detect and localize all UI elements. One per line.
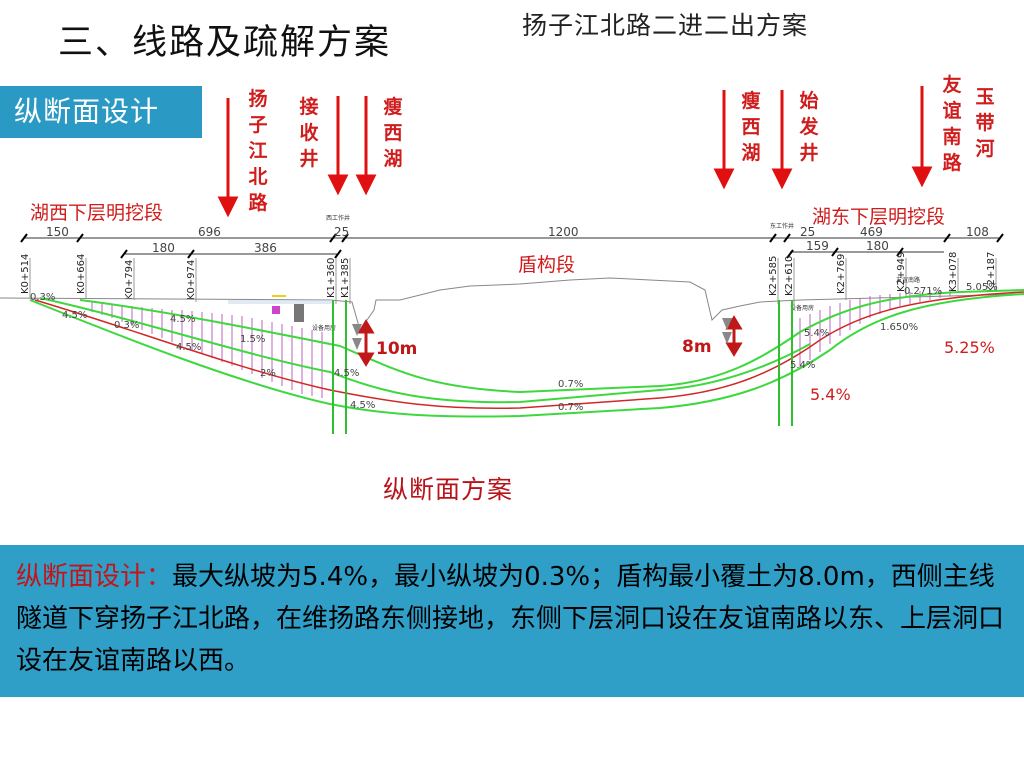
grade-right-lower: 5.4% xyxy=(810,385,851,404)
description-lead: 纵断面设计： xyxy=(16,562,173,592)
grade-label: 0.7% xyxy=(558,379,583,390)
page-title: 三、线路及疏解方案 xyxy=(58,23,392,63)
grade-label: 4.5% xyxy=(170,314,195,325)
dim-label: 180 xyxy=(866,239,889,253)
dim-label: 25 xyxy=(334,225,349,239)
station-label: K3+078 xyxy=(948,252,959,292)
legend-swatch-grey xyxy=(294,304,304,322)
dim-label: 469 xyxy=(860,225,883,239)
dim-label: 159 xyxy=(806,239,829,253)
east-well-label: 东工作井 xyxy=(770,222,794,230)
grade-label: 0.271% xyxy=(904,286,942,297)
arrow-down-icon xyxy=(217,86,933,218)
station-label: K0+974 xyxy=(186,260,197,300)
grade-label: 5.4% xyxy=(804,328,829,339)
equip-room-east: 设备用房 xyxy=(790,304,814,312)
station-label: K2+610 xyxy=(784,256,795,296)
page-subtitle: 扬子江北路二进二出方案 xyxy=(522,11,809,40)
dim-label: 1200 xyxy=(548,225,579,239)
station-label: K1+385 xyxy=(340,258,351,298)
label-receiving-shaft: 接 收 井 xyxy=(299,96,319,170)
label-yudai-river: 玉 带 河 xyxy=(975,86,995,160)
cover-east-label: 8m xyxy=(682,337,712,357)
shield-marker-icon xyxy=(352,318,732,350)
segment-east: 湖东下层明挖段 xyxy=(812,206,946,228)
dim-label: 386 xyxy=(254,241,277,255)
label-shouxihu-west: 瘦 西 湖 xyxy=(383,96,403,170)
dim-label: 150 xyxy=(46,225,69,239)
legend-swatch-purple xyxy=(272,306,280,314)
description-body: 最大纵坡为5.4%，最小纵坡为0.3%；盾构最小覆土为8.0m，西侧主线隧道下穿… xyxy=(16,562,1005,676)
west-well-label: 西工作井 xyxy=(326,214,350,222)
label-youyi-south-road: 友 谊 南 路 xyxy=(942,74,962,174)
grade-label: 1.650% xyxy=(880,322,918,333)
grade-label: 5.4% xyxy=(790,360,815,371)
grade-right-upper: 5.25% xyxy=(944,338,995,357)
grade-label: 5.05% xyxy=(966,282,998,293)
station-label: K0+794 xyxy=(124,260,135,300)
drawing-caption: 纵断面方案 xyxy=(383,475,514,504)
grade-label: 2% xyxy=(260,368,276,379)
grade-label: 4.5% xyxy=(62,310,87,321)
description-panel: 纵断面设计：最大纵坡为5.4%，最小纵坡为0.3%；盾构最小覆土为8.0m，西侧… xyxy=(0,545,1024,697)
cover-west-label: 10m xyxy=(376,339,417,359)
grade-label: 4.5% xyxy=(334,368,359,379)
equip-room-west: 设备用房 xyxy=(312,324,336,332)
hatch-east xyxy=(799,289,951,368)
station-label: K2+949 xyxy=(896,252,907,292)
grade-label: 0.7% xyxy=(558,402,583,413)
label-launch-shaft: 始 发 井 xyxy=(799,90,819,164)
label-yangzijiang-north-road: 扬 子 江 北 路 xyxy=(248,88,268,214)
dim-label: 108 xyxy=(966,225,989,239)
dim-label: 696 xyxy=(198,225,221,239)
grade-label: 0.3% xyxy=(114,320,139,331)
station-label: K2+187 xyxy=(986,252,997,292)
grade-label: 0.3% xyxy=(30,292,55,303)
shaft-walls xyxy=(332,300,793,434)
segment-middle: 盾构段 xyxy=(518,254,576,276)
grade-label: 4.5% xyxy=(350,400,375,411)
hatch-west xyxy=(91,302,323,398)
section-label: 纵断面设计 xyxy=(0,86,202,138)
segment-west: 湖西下层明挖段 xyxy=(30,202,164,224)
profile-drawing: 150 696 25 1200 25 469 108 180 386 159 1… xyxy=(0,86,1024,434)
cover-arrow-west xyxy=(357,319,375,367)
label-shouxihu-east: 瘦 西 湖 xyxy=(741,90,761,164)
dim-label: 25 xyxy=(800,225,815,239)
station-label: K0+514 xyxy=(20,254,31,294)
youyi-road-small: 友谊南路 xyxy=(896,276,920,284)
cover-arrow-east xyxy=(725,315,743,357)
station-label: K2+769 xyxy=(836,254,847,294)
station-label: K1+360 xyxy=(326,258,337,298)
grade-label: 1.5% xyxy=(240,334,265,345)
dim-label: 180 xyxy=(152,241,175,255)
station-label: K2+585 xyxy=(768,256,779,296)
grade-label: 4.5% xyxy=(176,342,201,353)
station-label: K0+664 xyxy=(76,254,87,294)
